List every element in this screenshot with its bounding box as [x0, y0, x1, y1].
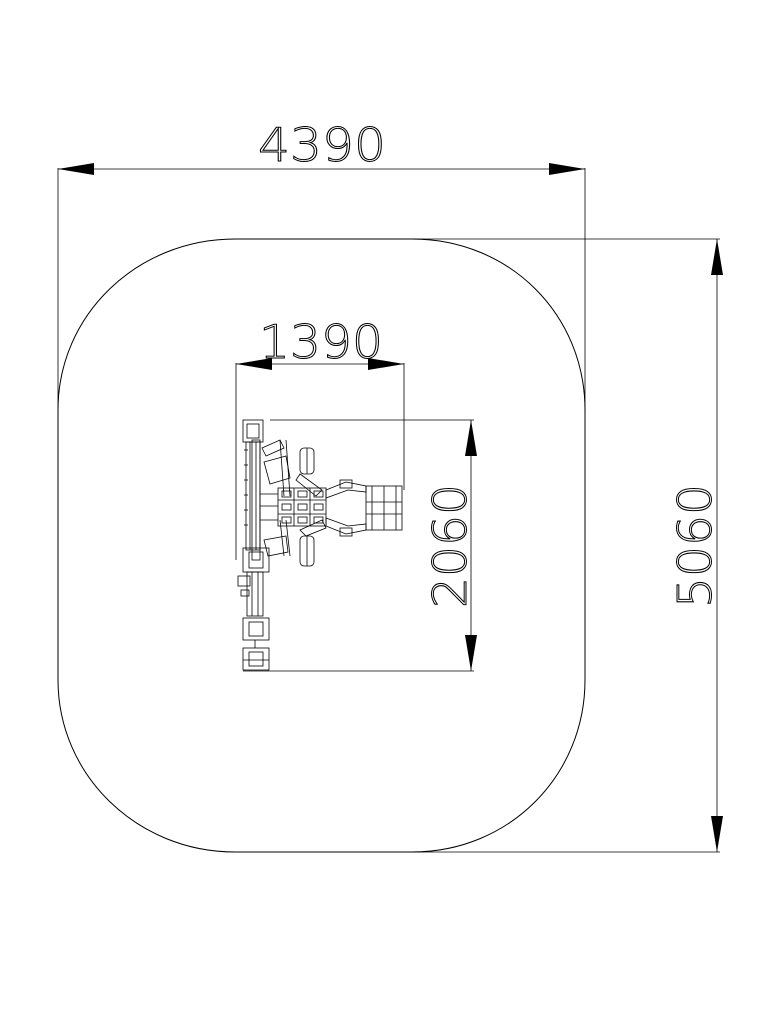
dimension-2060-text: 2060	[423, 484, 477, 608]
dimension-1390-text: 1390	[259, 315, 383, 369]
dimension-1390: 1390	[235, 315, 405, 560]
dimension-5060: 5060	[412, 238, 723, 853]
equipment-plan	[237, 419, 403, 671]
dimension-2060: 2060	[243, 419, 478, 672]
dimension-4390-text: 4390	[258, 118, 386, 172]
dimension-5060-text: 5060	[668, 484, 722, 608]
dimension-4390: 4390	[57, 118, 586, 425]
